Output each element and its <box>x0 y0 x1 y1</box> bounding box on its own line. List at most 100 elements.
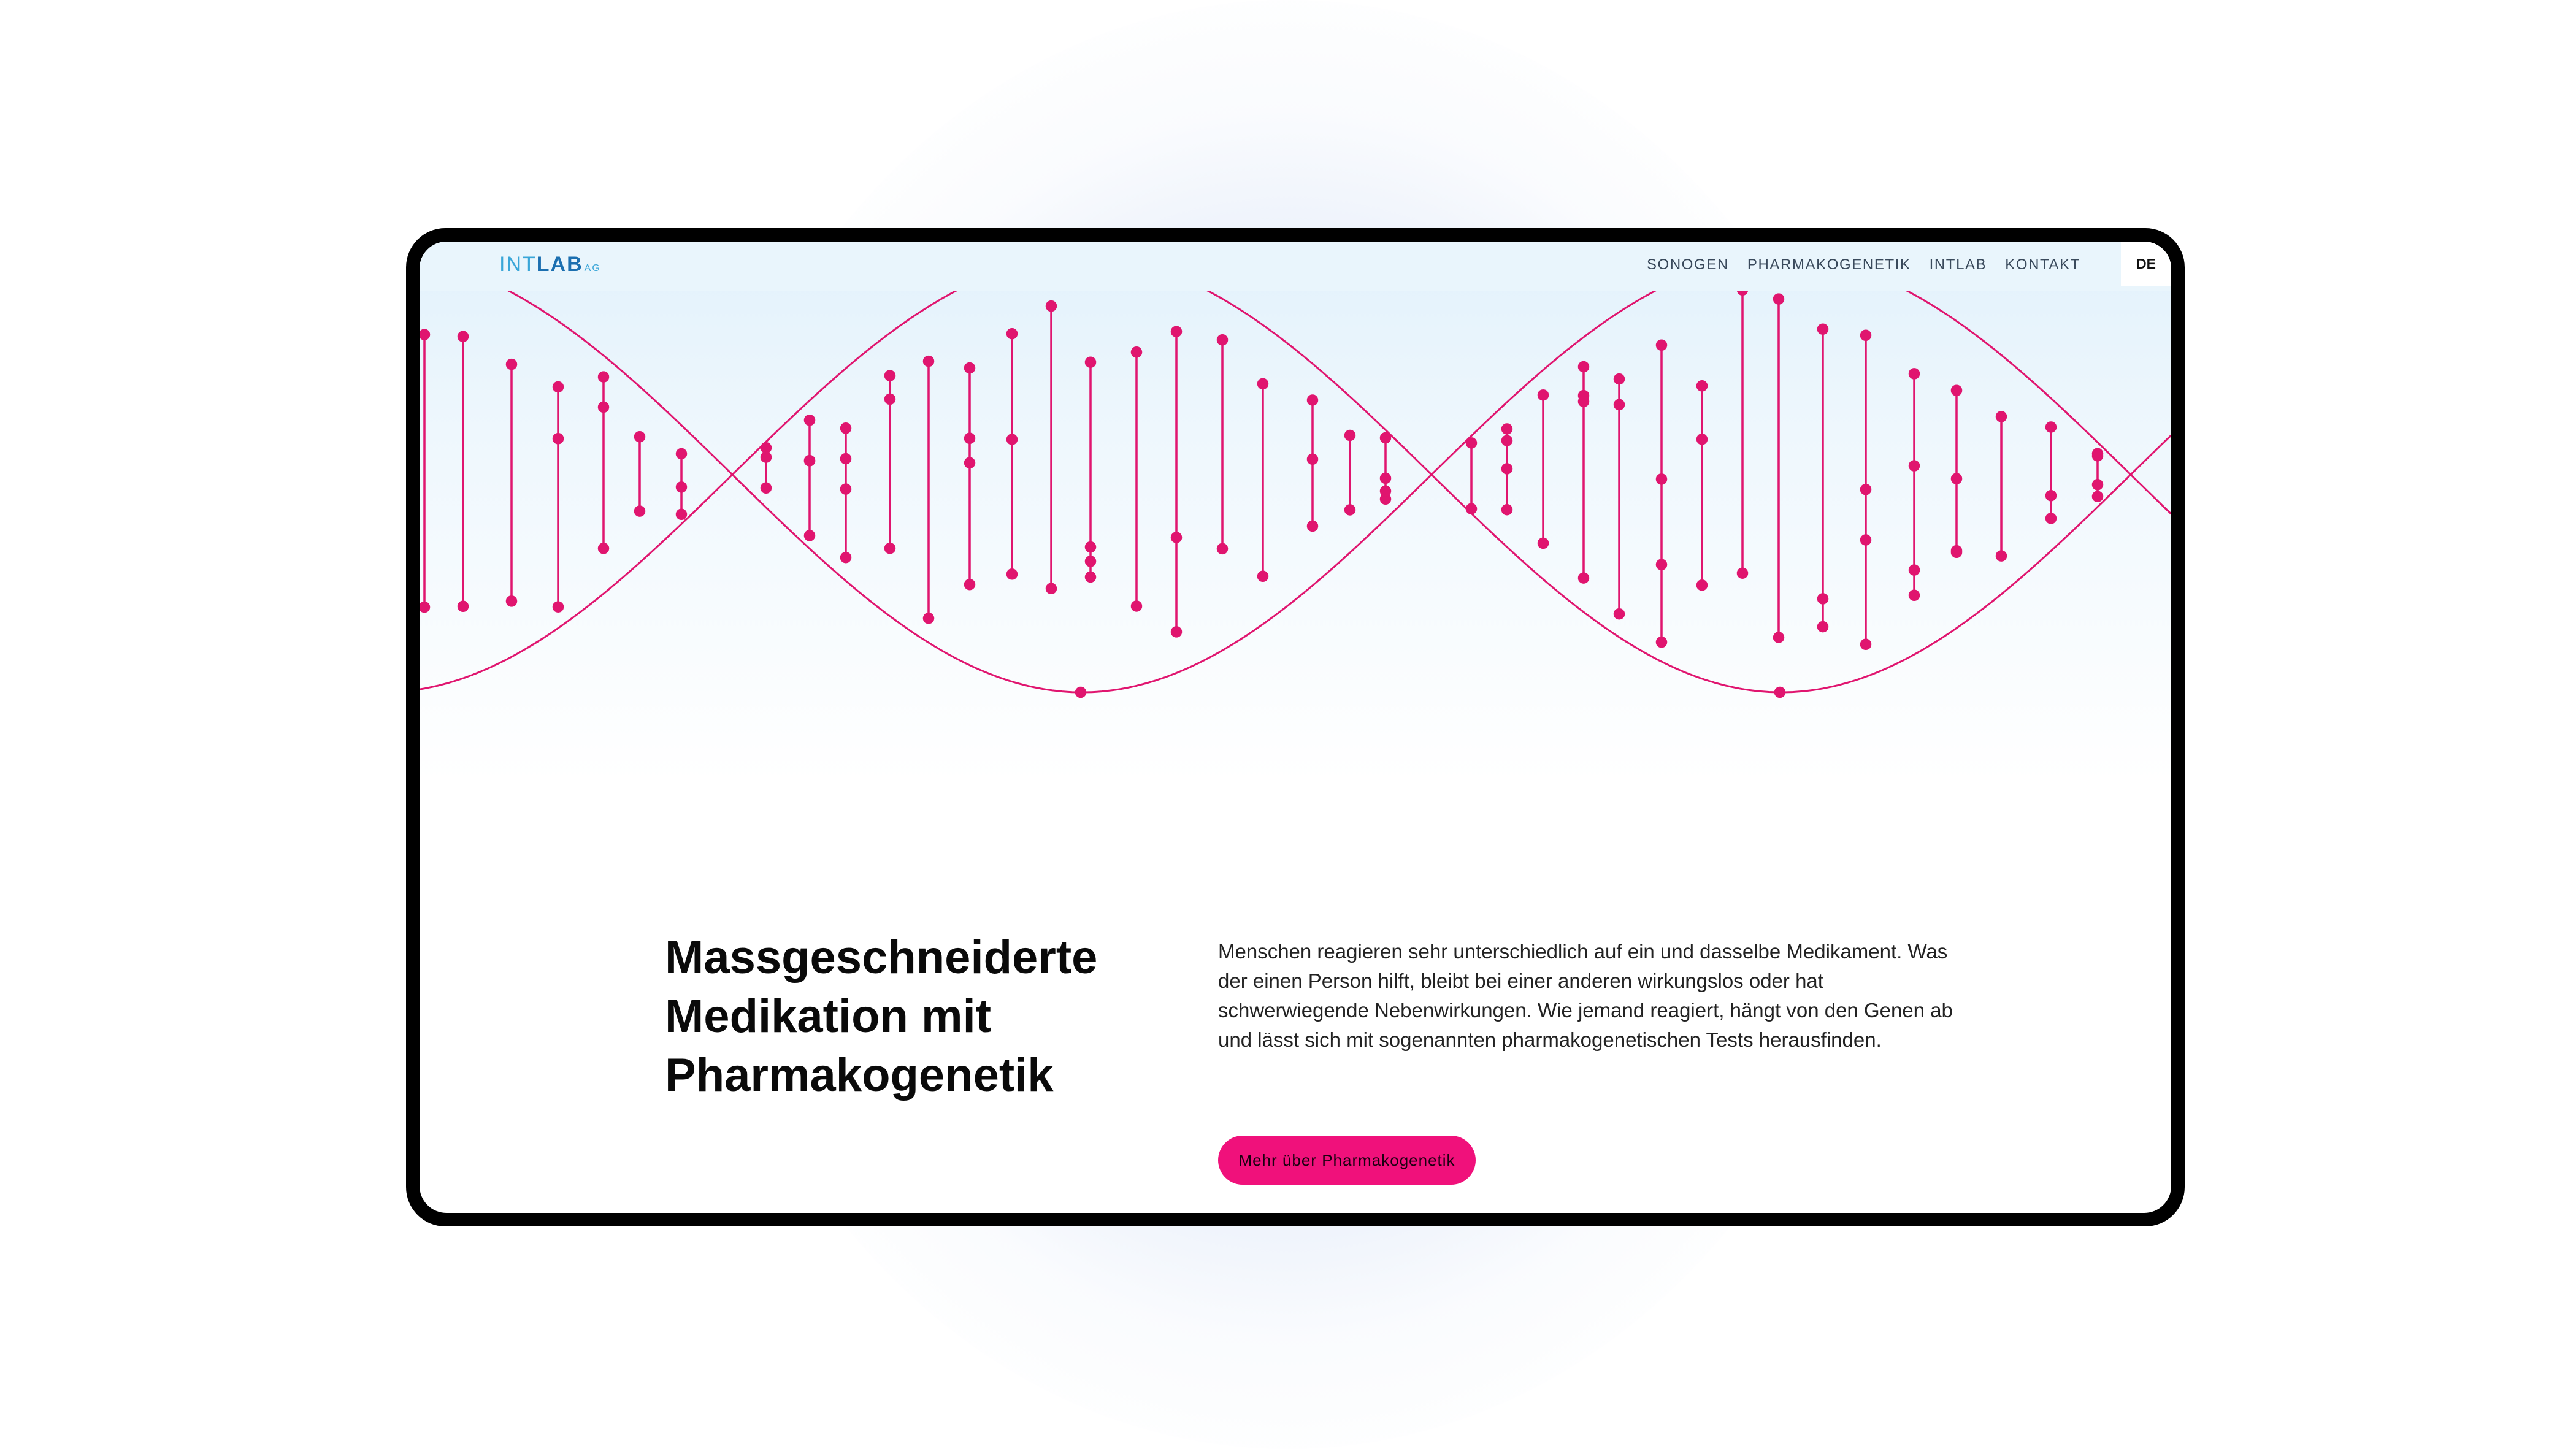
helix-node <box>964 578 976 591</box>
helix-node <box>1006 434 1018 445</box>
hero-headline: Massgeschneiderte Medikation mit Pharmak… <box>665 931 1098 1101</box>
helix-node <box>2045 490 2057 502</box>
nav-item-intlab[interactable]: INTLAB <box>1929 256 1987 273</box>
helix-node <box>884 393 896 405</box>
helix-node <box>1773 293 1785 305</box>
helix-node <box>1736 567 1749 579</box>
helix-node <box>2045 513 2057 524</box>
helix-node <box>1950 473 1963 484</box>
helix-node <box>1860 534 1872 546</box>
helix-node <box>1379 485 1392 497</box>
helix-node <box>1216 543 1229 555</box>
helix-node <box>1773 632 1785 643</box>
helix-node <box>1613 608 1625 620</box>
helix-node <box>1817 323 1829 335</box>
helix-node <box>840 483 852 495</box>
tablet-frame: INT LAB AG SONOGEN PHARMAKOGENETIK INTLA… <box>406 228 2185 1226</box>
main-nav: SONOGEN PHARMAKOGENETIK INTLAB KONTAKT <box>1647 256 2080 273</box>
helix-node <box>1817 593 1829 605</box>
helix-node <box>1655 636 1668 648</box>
helix-node <box>420 601 431 613</box>
helix-node <box>1006 568 1018 580</box>
helix-node <box>1084 541 1097 553</box>
intlab-logo[interactable]: INT LAB AG <box>499 253 601 280</box>
logo-ag-text: AG <box>584 263 601 273</box>
helix-node <box>1084 571 1097 583</box>
helix-node <box>803 414 816 426</box>
helix-strand-a <box>420 256 2171 694</box>
hero-body-text: Menschen reagieren sehr unterschiedlich … <box>1218 940 1953 1051</box>
top-navigation-bar: INT LAB AG SONOGEN PHARMAKOGENETIK INTLA… <box>420 242 2171 291</box>
helix-node <box>1577 396 1590 408</box>
helix-node <box>1379 432 1392 444</box>
helix-node <box>1306 394 1319 406</box>
helix-node <box>597 401 610 413</box>
helix-node <box>675 448 688 460</box>
nav-item-pharmakogenetik[interactable]: PHARMAKOGENETIK <box>1747 256 1911 273</box>
helix-node <box>457 600 469 613</box>
helix-node <box>1344 504 1356 516</box>
helix-node <box>964 362 976 374</box>
helix-node <box>457 331 469 342</box>
helix-node <box>1908 589 1920 602</box>
helix-node <box>634 505 646 517</box>
helix-node <box>1045 300 1057 312</box>
logo-int-text: INT <box>499 253 537 276</box>
helix-node <box>1170 532 1183 543</box>
more-about-pharmacogenetics-button[interactable]: Mehr über Pharmakogenetik <box>1218 1136 1476 1185</box>
helix-node <box>803 454 816 467</box>
dna-helix-illustration <box>420 251 2171 698</box>
helix-node <box>1306 453 1319 465</box>
helix-node <box>1170 626 1183 638</box>
helix-node <box>840 422 852 434</box>
helix-node <box>1696 434 1708 445</box>
helix-node <box>1501 435 1513 446</box>
helix-node <box>964 457 976 469</box>
nav-item-sonogen[interactable]: SONOGEN <box>1647 256 1729 273</box>
helix-node <box>1006 327 1018 340</box>
helix-node <box>1860 329 1872 342</box>
helix-node <box>803 530 816 541</box>
logo-lab-text: LAB <box>536 253 583 276</box>
helix-crest-node <box>1774 686 1786 698</box>
helix-node <box>1344 429 1356 442</box>
helix-node <box>505 358 518 370</box>
helix-node <box>1501 423 1513 435</box>
helix-node <box>552 601 564 613</box>
helix-node <box>1465 503 1478 514</box>
helix-node <box>420 329 431 340</box>
hero-background <box>420 242 2171 781</box>
helix-node <box>1950 384 1963 396</box>
language-switcher[interactable]: DE <box>2121 242 2171 286</box>
helix-node <box>1130 346 1143 358</box>
helix-node <box>1817 621 1829 633</box>
helix-node <box>1130 600 1143 612</box>
helix-node <box>1908 368 1920 380</box>
helix-node <box>1501 503 1513 516</box>
helix-node <box>1537 537 1549 549</box>
helix-node <box>552 381 564 393</box>
helix-node <box>1908 460 1920 472</box>
helix-node <box>1257 378 1269 390</box>
helix-node <box>760 482 772 494</box>
helix-node <box>675 508 688 521</box>
nav-item-kontakt[interactable]: KONTAKT <box>2005 256 2080 273</box>
helix-node <box>2045 421 2057 433</box>
helix-node <box>1379 472 1392 484</box>
helix-node <box>1995 550 2007 562</box>
helix-node <box>1084 356 1097 368</box>
helix-node <box>884 542 896 554</box>
helix-node <box>1170 326 1183 337</box>
helix-node <box>922 613 935 624</box>
helix-node <box>1860 483 1872 495</box>
helix-node <box>760 442 772 454</box>
helix-node <box>1655 559 1668 570</box>
helix-node <box>1306 520 1319 532</box>
helix-node <box>1045 583 1057 595</box>
helix-node <box>1577 361 1590 373</box>
helix-node <box>1655 473 1668 485</box>
helix-node <box>1655 339 1668 351</box>
helix-node <box>505 595 518 607</box>
helix-node <box>2091 491 2104 502</box>
